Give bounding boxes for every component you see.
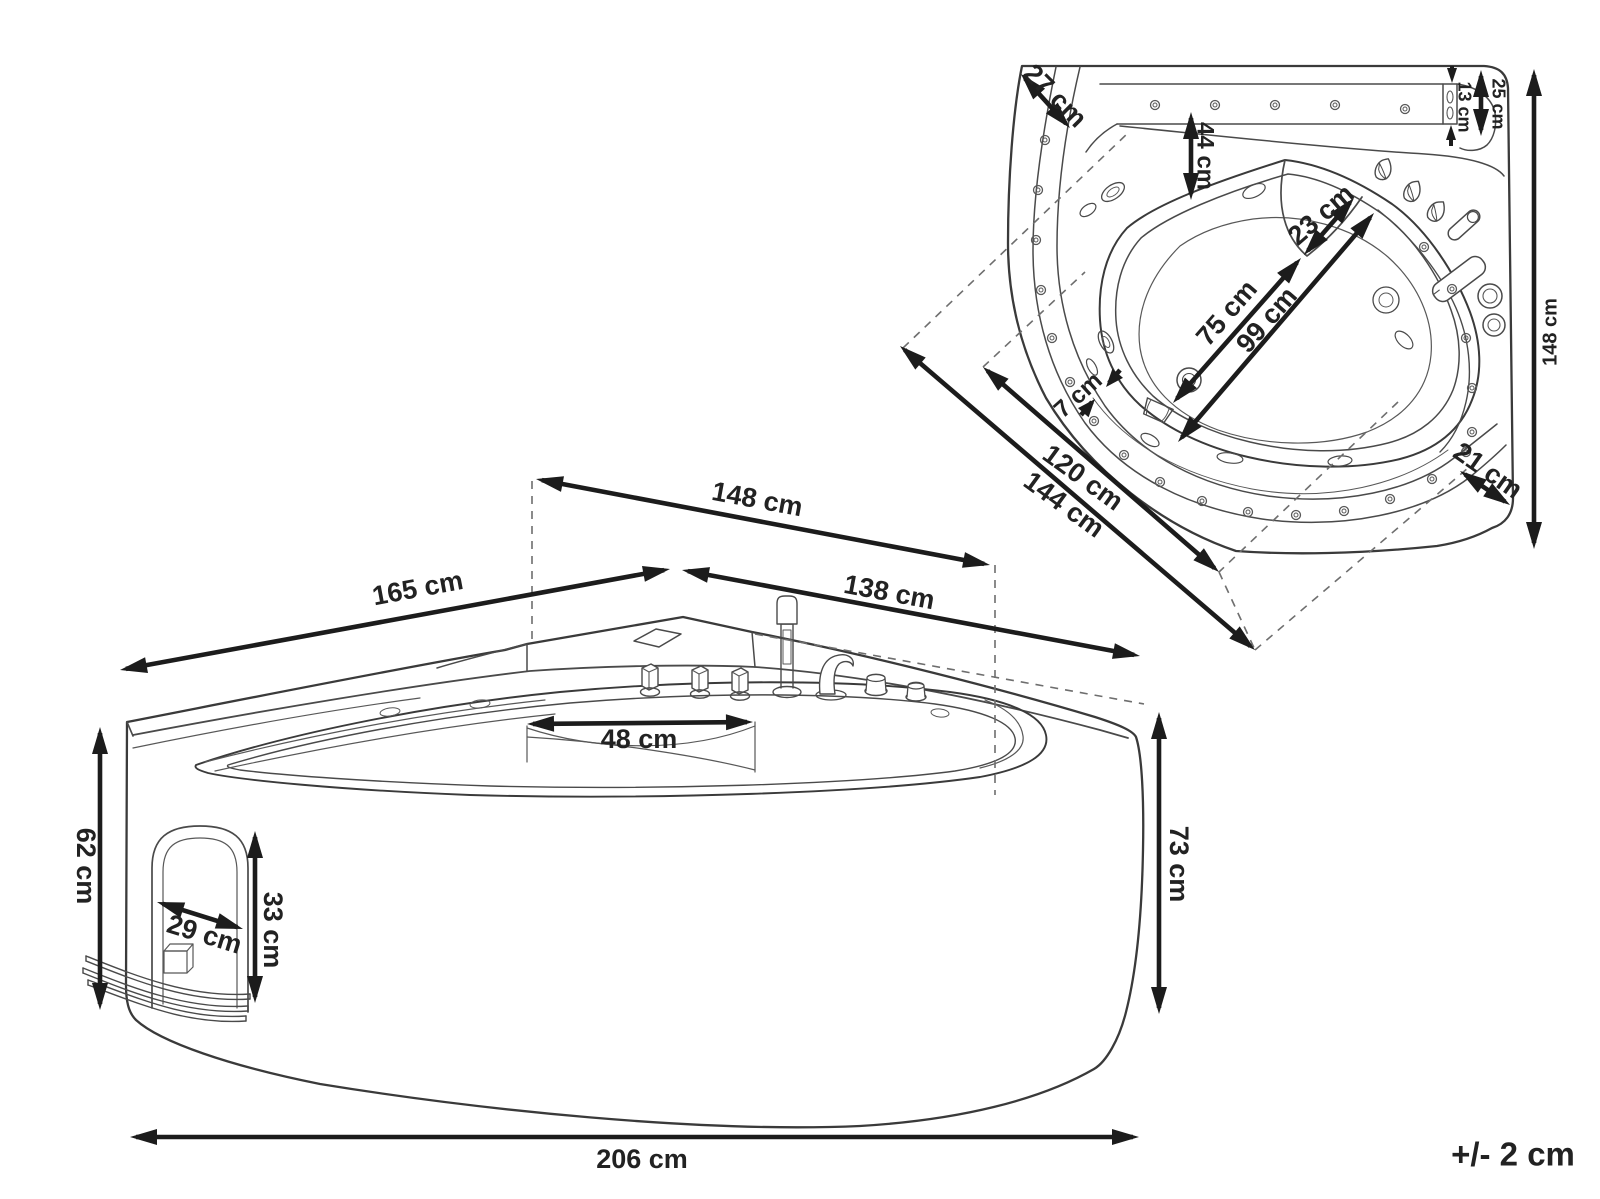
svg-text:33 cm: 33 cm xyxy=(258,892,288,969)
svg-text:+/- 2 cm: +/- 2 cm xyxy=(1451,1136,1575,1173)
svg-text:25 cm: 25 cm xyxy=(1488,78,1508,129)
svg-text:13 cm: 13 cm xyxy=(1454,81,1474,132)
svg-text:148 cm: 148 cm xyxy=(1539,298,1561,366)
svg-text:206 cm: 206 cm xyxy=(596,1144,688,1174)
svg-text:62 cm: 62 cm xyxy=(71,828,101,905)
svg-text:44 cm: 44 cm xyxy=(1192,122,1219,190)
svg-text:48 cm: 48 cm xyxy=(601,724,678,754)
svg-text:73 cm: 73 cm xyxy=(1164,826,1194,903)
